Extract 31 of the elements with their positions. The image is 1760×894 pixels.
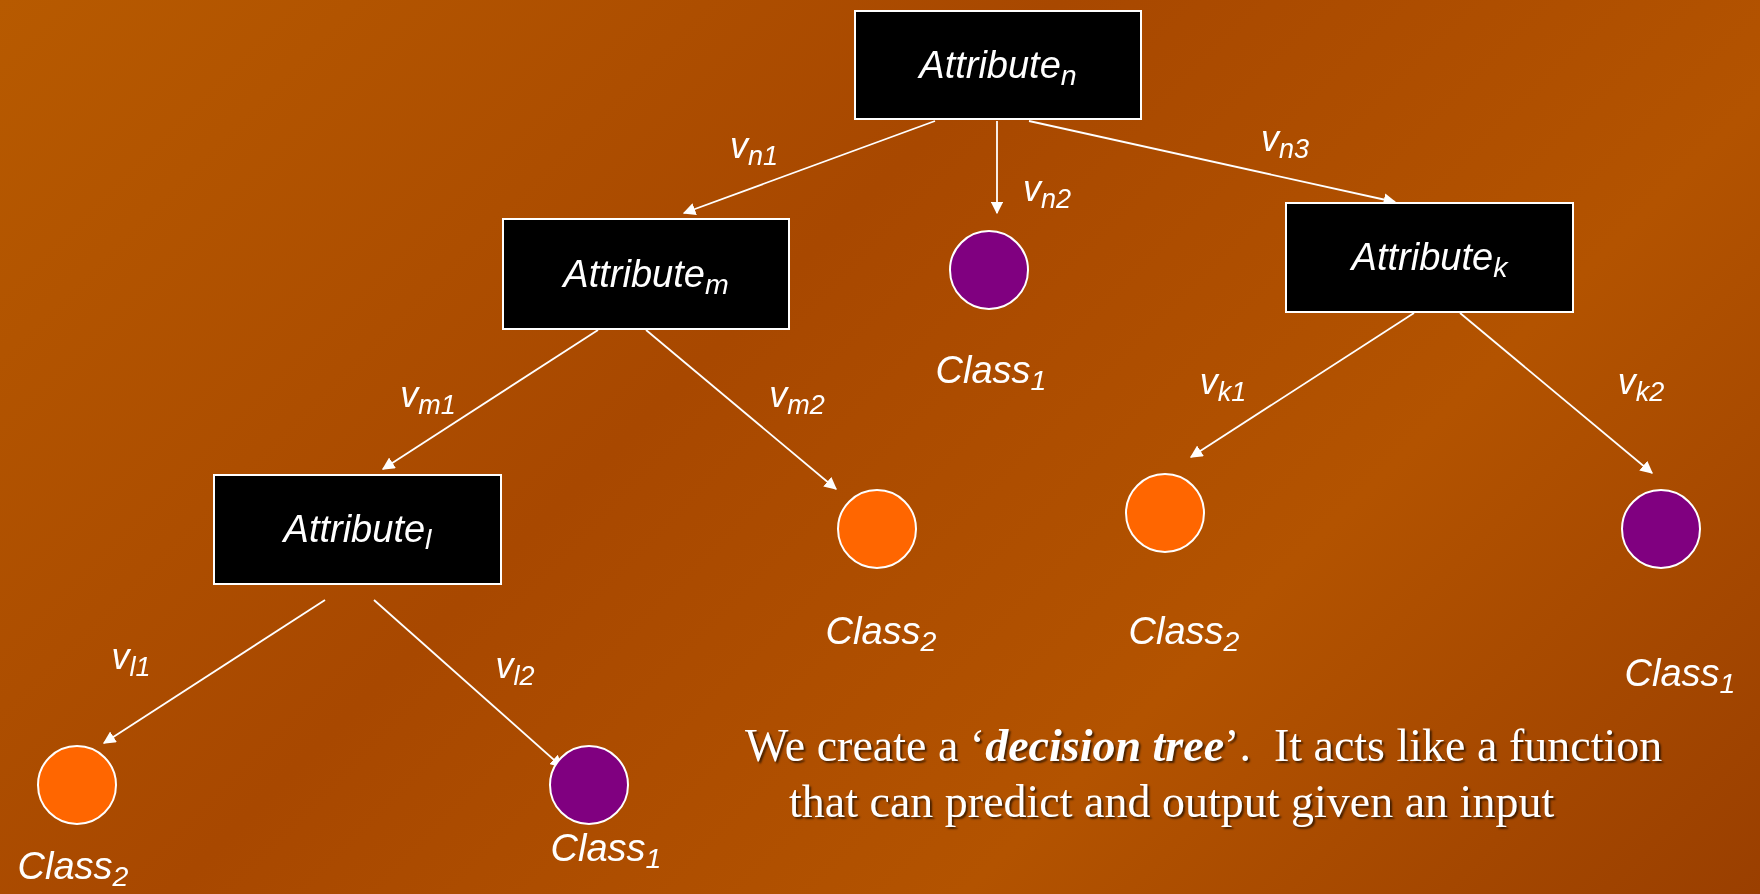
edge-label: v$_{n2}$ [1023,167,1071,216]
edge-label: v$_{k1}$ [1199,360,1247,409]
class-label: Class$_{1}$ [935,347,1047,398]
class-label: Class$_{1}$ [1624,650,1736,701]
attribute-name: Attribute$_{m}$ [563,251,729,302]
arrow [990,120,1004,215]
arrow [381,329,599,470]
class-label: Class$_{1}$ [550,825,662,876]
attribute-box [1285,202,1574,313]
edge-label: v$_{m1}$ [400,373,456,422]
edge-label: v$_{n3}$ [1261,117,1309,166]
edge-label: v$_{k2}$ [1617,360,1665,409]
arrow [1459,312,1653,474]
attribute-name: Attribute$_{k}$ [1351,235,1508,286]
edge-label: v$_{n1}$ [730,124,778,173]
arrow [102,599,326,744]
edge-label: v$_{l1}$ [111,635,151,684]
class-label: Class$_{2}$ [17,843,129,894]
attribute-name: Attribute$_{n}$ [919,42,1077,93]
attribute-box [502,218,790,330]
edge-label: v$_{l2}$ [495,644,535,693]
class-label: Class$_{2}$ [825,608,937,659]
arrow [1189,312,1415,458]
description-text: We create a ‘decision tree’. It acts like a function that can predict and output given an input [745,719,1664,829]
arrow [645,329,837,490]
class-label: Class$_{2}$ [1128,608,1240,659]
attribute-box [854,10,1142,120]
arrow [682,120,936,215]
attribute-name: Attribute$_{l}$ [283,507,432,558]
edge-label: v$_{m2}$ [769,373,825,422]
attribute-box [213,474,502,585]
